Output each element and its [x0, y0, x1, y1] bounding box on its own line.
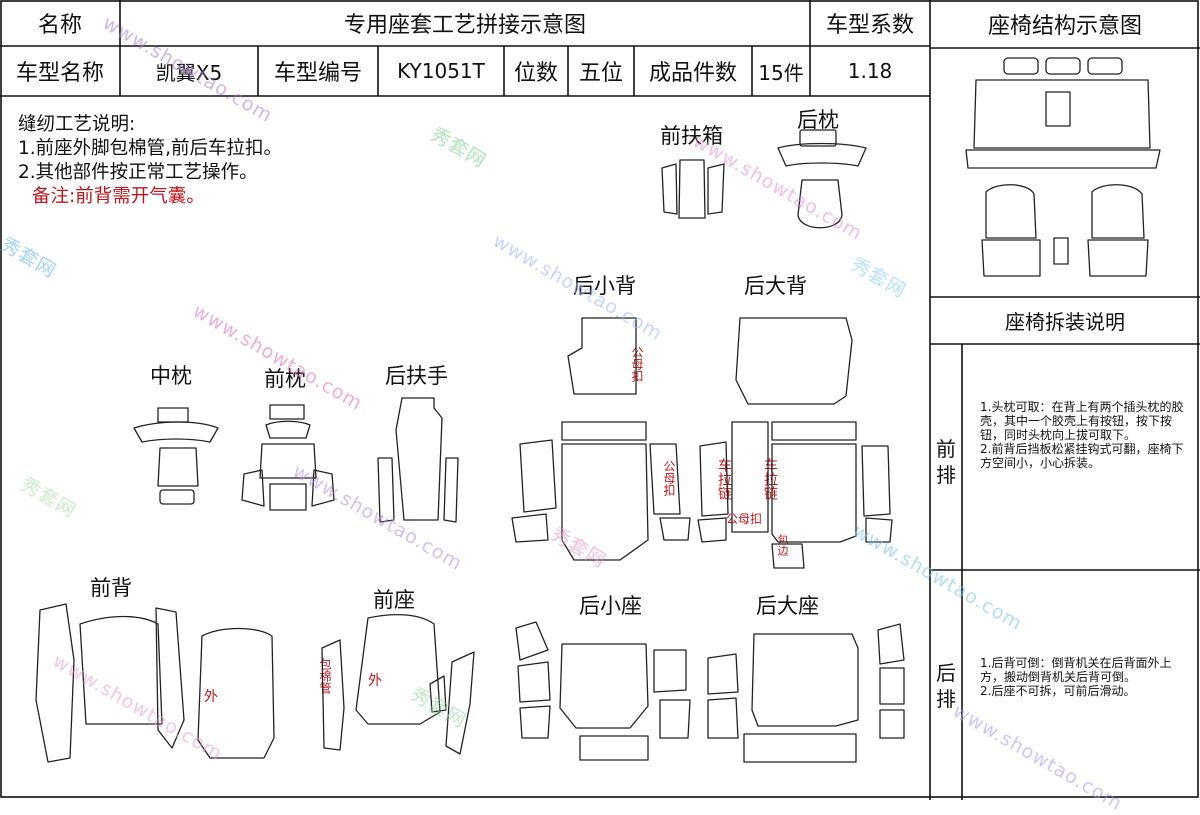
- label-rear-armrest: 后扶手: [385, 364, 448, 388]
- pieces-value: 15件: [758, 60, 804, 85]
- mark-pull-a: 车拉链: [716, 458, 732, 500]
- front-seat-right-drawing: [1087, 184, 1149, 277]
- pattern-pieces: [35, 129, 905, 763]
- label-rear-large-seat: 后大座: [756, 594, 819, 618]
- label-rear-small-seat: 后小座: [579, 594, 642, 618]
- label-rear-large-back: 后大背: [744, 274, 807, 298]
- front-seat-left-drawing: [981, 184, 1041, 277]
- front-pillow-pieces: [241, 404, 335, 511]
- mark-pull-b: 车拉链: [762, 458, 778, 500]
- middle-pillow-pieces: [133, 407, 219, 505]
- page-title: 专用座套工艺拼接示意图: [343, 13, 586, 38]
- name-label: 名称: [37, 13, 82, 38]
- label-rear-pillow: 后枕: [797, 108, 839, 132]
- model-name-label: 车型名称: [15, 61, 104, 86]
- rear-bench-drawing: [965, 57, 1161, 169]
- front-row-label: 前排: [936, 437, 956, 487]
- rear-large-back-pieces: [697, 317, 893, 569]
- disassembly-title: 座椅拆装说明: [1005, 310, 1125, 334]
- mark-outer-b: 外: [368, 673, 382, 689]
- mark-female-buckle: 公母扣: [726, 512, 763, 526]
- coef-value: 1.18: [847, 59, 893, 83]
- label-middle-pillow: 中枕: [150, 364, 192, 388]
- label-front-armrest-box: 前扶箱: [660, 124, 723, 148]
- rear-armrest-pieces: [377, 397, 459, 523]
- rear-row-label: 后排: [936, 661, 956, 711]
- seats-label: 位数: [513, 61, 558, 86]
- notes-line-1: 1.前座外脚包棉管,前后车拉扣。: [18, 138, 283, 159]
- model-name-value: 凯翼X5: [155, 60, 223, 85]
- rear-pillow-pieces: [777, 129, 867, 229]
- mark-wrap-a: 包边: [776, 534, 789, 556]
- model-code-label: 车型编号: [273, 61, 362, 86]
- pieces-label: 成品件数: [648, 61, 737, 86]
- seats-value: 五位: [578, 61, 623, 86]
- label-front-back: 前背: [90, 576, 132, 600]
- label-front-seat: 前座: [373, 588, 415, 612]
- model-code-value: KY1051T: [397, 59, 485, 83]
- struct-title: 座椅结构示意图: [987, 14, 1142, 39]
- rear-small-back-pieces: [511, 317, 691, 561]
- front-back-pieces: [35, 603, 275, 763]
- rear-row-instructions: 1.后背可倒：倒背机关在后背面外上方，搬动倒背机关后背可倒。 2.后座不可拆，可…: [980, 656, 1172, 698]
- coef-label: 车型系数: [825, 13, 914, 38]
- mark-buckle-b: 公母扣: [662, 460, 676, 496]
- label-front-pillow: 前枕: [264, 367, 306, 391]
- label-rear-small-back: 后小背: [573, 274, 636, 298]
- mark-buckle-a: 公母扣: [630, 346, 644, 382]
- rear-small-seat-pieces: [515, 621, 691, 761]
- front-seat-pieces: [321, 614, 475, 755]
- notes-remark: 备注:前背需开气囊。: [32, 186, 205, 207]
- notes-title: 缝纫工艺说明:: [18, 114, 136, 135]
- center-console-drawing: [1053, 237, 1069, 265]
- front-armrest-box-pieces: [661, 159, 725, 219]
- notes-line-2: 2.其他部件按正常工艺操作。: [18, 162, 258, 183]
- mark-outer-a: 外: [204, 689, 218, 705]
- front-row-instructions: 1.头枕可取：在背上有两个插头枕的胶壳，其中一个胶壳上有按钮，按下按钮，同时头枕…: [980, 400, 1184, 470]
- mark-wrap-b: 包棉管: [318, 658, 332, 694]
- rear-large-seat-pieces: [707, 623, 905, 763]
